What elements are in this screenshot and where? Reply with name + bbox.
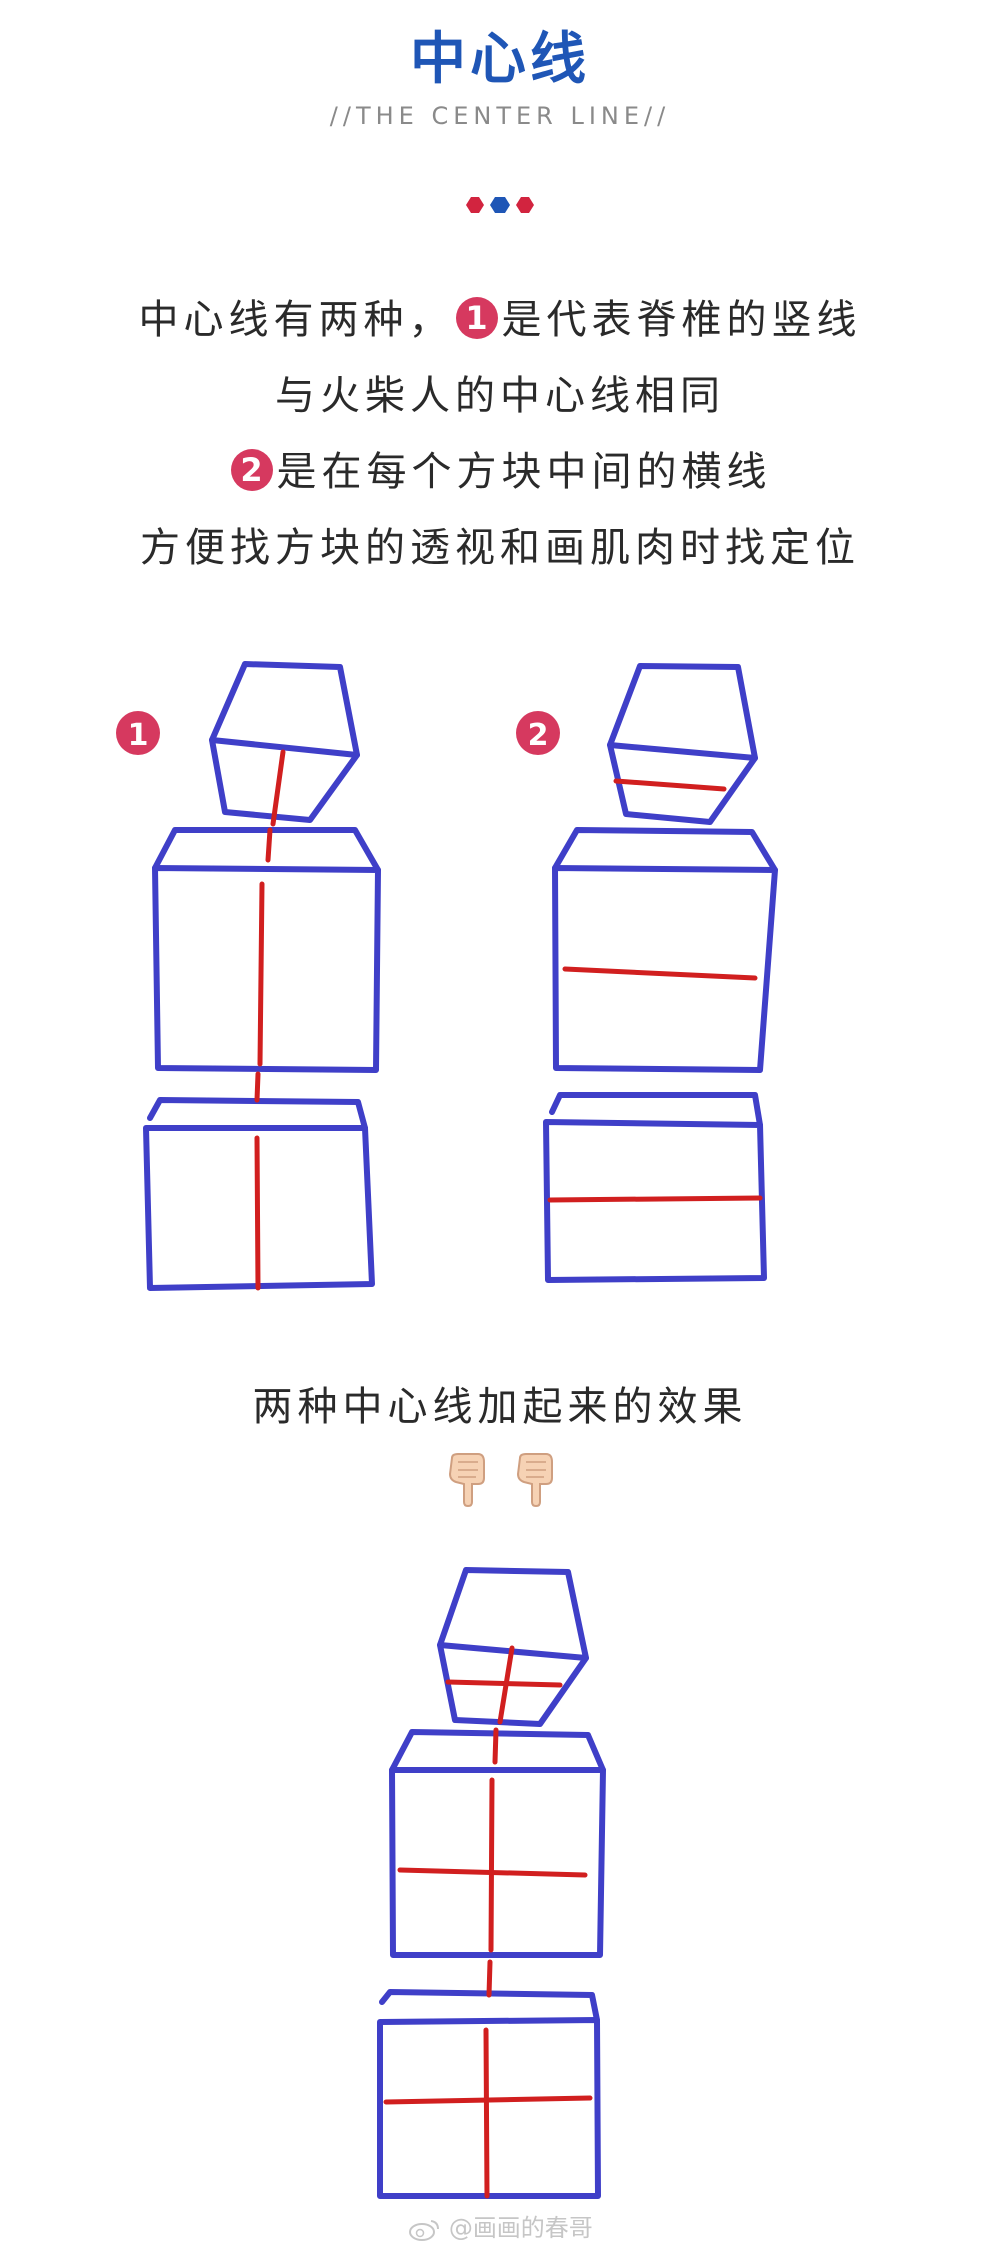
- intro-line-1-post: 是代表脊椎的竖线: [501, 297, 862, 343]
- badge-1: 1: [455, 297, 498, 339]
- dot-red-left: [466, 197, 484, 213]
- combined-caption: 两种中心线加起来的效果: [252, 1384, 748, 1430]
- figure-2-center-lines: [547, 778, 763, 1203]
- svg-text:1: 1: [128, 718, 149, 753]
- figure-label-1: 1: [116, 711, 160, 755]
- intro-line-4: 方便找方块的透视和画肌肉时找定位: [140, 525, 860, 571]
- weibo-logo-icon: [409, 2220, 440, 2241]
- pointing-down-hand-icon: [449, 1453, 486, 1508]
- dot-blue: [490, 197, 510, 213]
- watermark: @画画的春哥: [0, 2208, 1000, 2243]
- pointing-down-hand-icon: [516, 1453, 553, 1508]
- page-title: 中心线: [410, 27, 590, 92]
- figure-1-center-lines: [254, 749, 286, 1291]
- dot-red-right: [516, 197, 534, 213]
- dots-decoration-icon: [466, 197, 534, 213]
- watermark-text: @画画的春哥: [448, 2214, 593, 2242]
- intro-line-3-post: 是在每个方块中间的横线: [276, 449, 772, 495]
- intro-line-1-pre: 中心线有两种，: [138, 297, 454, 343]
- page-subtitle: //THE CENTER LINE//: [329, 102, 671, 130]
- badge-2: 2: [230, 449, 273, 491]
- combined-boxes: [377, 1567, 606, 2199]
- pointing-hands: [0, 1452, 1000, 1520]
- intro-line-2: 与火柴人的中心线相同: [275, 373, 725, 419]
- combined-center-lines: [383, 1645, 593, 2199]
- figure-2-boxes: [543, 663, 778, 1283]
- box-figures-top: 1 2: [116, 661, 778, 1291]
- figure-label-2: 2: [516, 711, 560, 755]
- svg-text:2: 2: [528, 718, 549, 753]
